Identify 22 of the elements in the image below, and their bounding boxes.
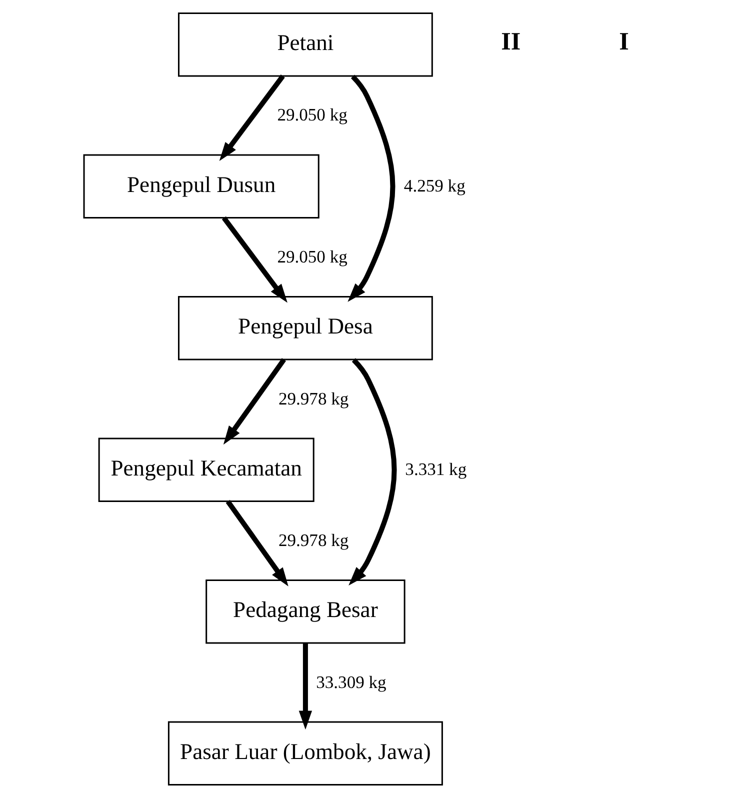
edge-label: 29.978 kg [278,388,348,408]
edge-label: 3.331 kg [404,459,466,480]
node-box: Pedagang Besar [205,580,405,644]
node-box: Pengepul Kecamatan [98,438,314,502]
arrow [218,74,284,162]
edge-label: 4.259 kg [403,176,465,196]
arrow [347,74,395,302]
node-box: Pasar Luar (Lombok, Jawa) [167,721,442,786]
node-box: Pengepul Desa [177,296,432,360]
arrow [298,643,312,730]
label: I [618,28,628,56]
arrow [222,358,286,445]
arrow [225,500,288,586]
arrow [221,216,287,303]
edge-label: 29.050 kg [276,246,347,267]
arrow [348,358,396,586]
node-box: Pengepul Dusun [82,154,319,218]
node-box: Petani [177,12,432,77]
label: II [500,28,520,56]
edge-label: 29.978 kg [278,530,348,550]
edge-label: 29.050 kg [276,104,347,125]
edge-label: 33.309 kg [316,672,386,692]
